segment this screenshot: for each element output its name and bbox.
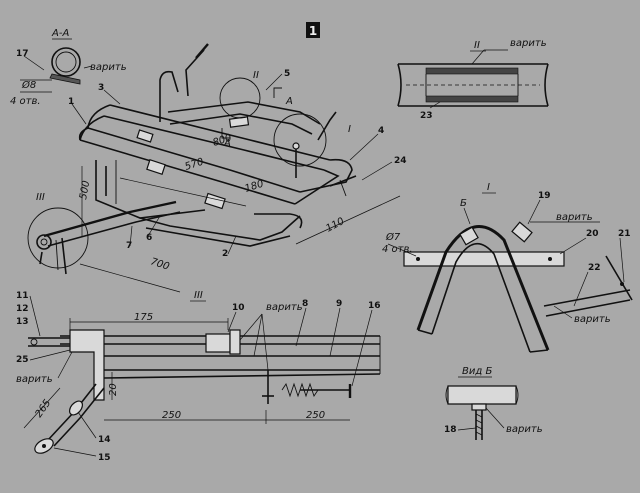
part-25: 25 — [16, 355, 29, 365]
part-13: 13 — [16, 317, 29, 327]
arrow-b-label: Б — [460, 198, 467, 209]
detail-ii: II варить 23 — [397, 38, 549, 121]
part-19: 19 — [538, 191, 551, 201]
detail-iii: III 175 20 — [16, 290, 381, 463]
part-14: 14 — [98, 435, 111, 445]
part-23: 23 — [420, 111, 433, 121]
detail-i: I Б Ø7 4 отв. 19 варить 20 21 22 варить — [382, 182, 633, 353]
part-1: 1 — [68, 97, 74, 107]
section-aa-title: А-А — [51, 28, 69, 39]
weld-label-view-b: варить — [506, 424, 543, 435]
part-21: 21 — [618, 229, 631, 239]
main-labels: 1 3 5 4 24 6 7 2 — [68, 69, 407, 259]
dim-700: 700 — [149, 256, 171, 272]
dim-250-left: 250 — [162, 410, 181, 421]
arrow-a-lower: А — [223, 138, 231, 149]
hole-diameter-8: Ø8 — [21, 79, 36, 91]
part-3: 3 — [98, 83, 104, 93]
dim-20: 20 — [108, 383, 119, 396]
detail-iii-title: III — [194, 290, 203, 301]
detail-i-title: I — [487, 182, 490, 193]
holes-count-a: 4 отв. — [10, 96, 41, 107]
view-i-mark: I — [348, 124, 351, 135]
part-18: 18 — [444, 425, 457, 435]
sheet-number: 1 — [309, 24, 317, 38]
weld-label-iii: варить — [266, 302, 303, 313]
part-22: 22 — [588, 263, 601, 273]
weld-label-i-bottom: варить — [574, 314, 611, 325]
part-2: 2 — [222, 249, 228, 259]
part-15: 15 — [98, 453, 111, 463]
part-7: 7 — [126, 241, 132, 251]
arrow-a-upper: А — [285, 96, 293, 107]
sheet-number-badge: 1 — [306, 22, 320, 38]
part-17: 17 — [16, 49, 29, 59]
detail-ii-title: II — [474, 40, 480, 51]
view-iii-mark: III — [36, 192, 45, 203]
view-ii-mark: II — [253, 70, 259, 81]
part-4: 4 — [378, 126, 384, 136]
hole-diameter-7: Ø7 — [385, 231, 401, 243]
dim-500: 500 — [78, 180, 92, 201]
view-b: Вид Б 18 варить — [444, 366, 543, 440]
part-12: 12 — [16, 304, 29, 314]
view-b-title: Вид Б — [462, 366, 492, 377]
section-aa: А-А Ø8 4 отв. варить 17 — [10, 28, 127, 107]
dim-180: 180 — [244, 178, 266, 194]
part-10: 10 — [232, 303, 245, 313]
part-24: 24 — [394, 156, 407, 166]
part-5: 5 — [284, 69, 290, 79]
main-frame: А А II I III — [27, 43, 357, 275]
part-8: 8 — [302, 299, 308, 309]
part-20: 20 — [586, 229, 599, 239]
dim-175: 175 — [134, 312, 153, 323]
part-6: 6 — [146, 233, 152, 243]
part-9: 9 — [336, 299, 342, 309]
dim-570: 570 — [184, 156, 206, 172]
dim-250-right: 250 — [306, 410, 325, 421]
dim-265: 265 — [33, 398, 53, 420]
weld-label-ii: варить — [510, 38, 547, 49]
holes-count-b: 4 отв. — [382, 244, 413, 255]
weld-label-iii-left: варить — [16, 374, 53, 385]
weld-label-i-top: варить — [556, 212, 593, 223]
dim-110: 110 — [324, 216, 346, 235]
weld-label-aa: варить — [90, 62, 127, 73]
part-16: 16 — [368, 301, 381, 311]
part-11: 11 — [16, 291, 29, 301]
